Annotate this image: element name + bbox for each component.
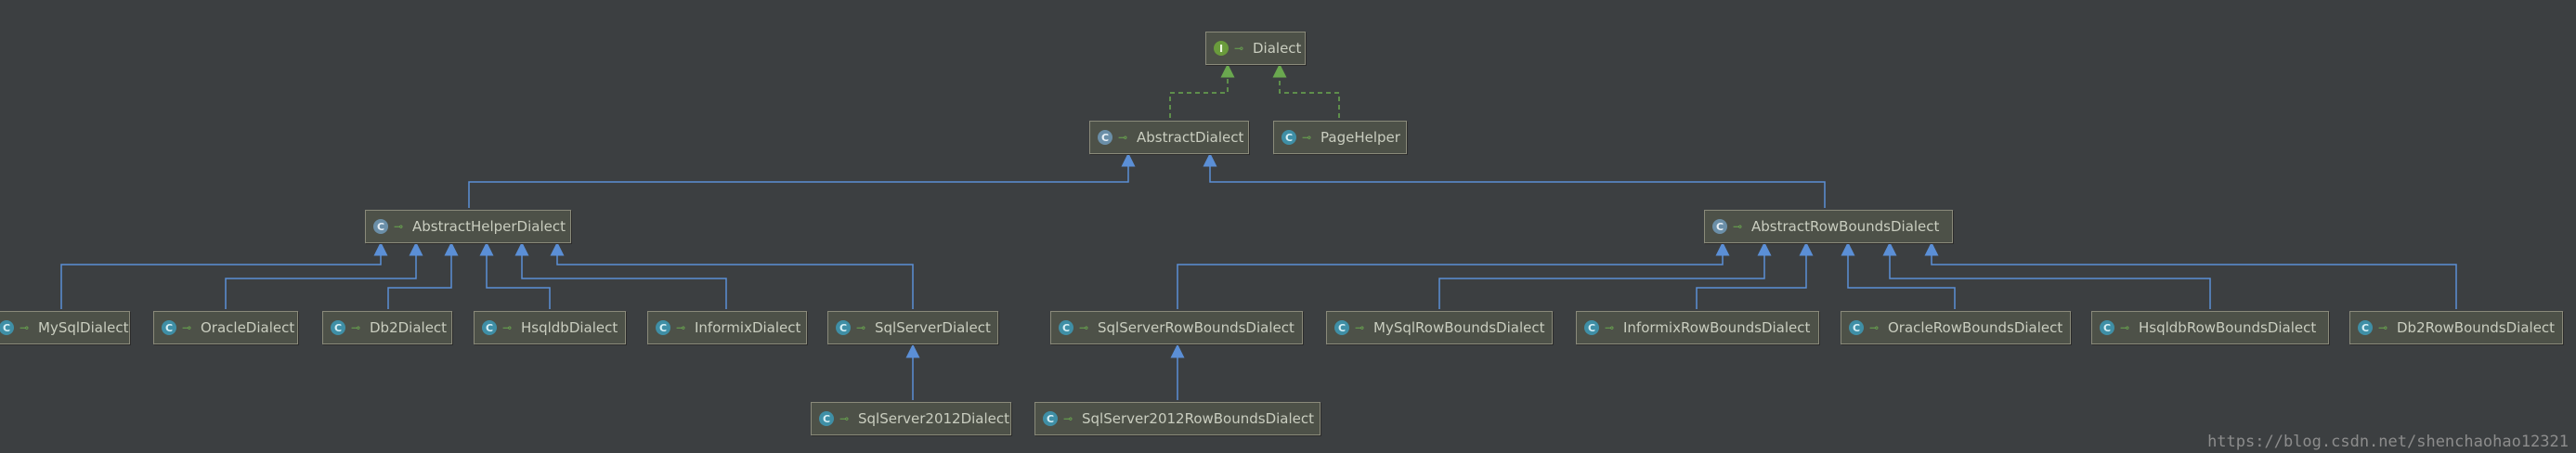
- public-visibility-icon: ⊸: [20, 321, 30, 334]
- public-visibility-icon: ⊸: [676, 321, 686, 334]
- class-icon: C: [2358, 320, 2373, 335]
- edge-db2rowboundsdialect: [1924, 241, 2457, 309]
- node-label: InformixDialect: [695, 319, 801, 336]
- watermark: https://blog.csdn.net/shenchaohao12321: [2207, 433, 2569, 451]
- node-label: SqlServer2012Dialect: [858, 410, 1010, 427]
- node-label: HsqldbDialect: [521, 319, 618, 336]
- public-visibility-icon: ⊸: [1079, 321, 1089, 334]
- public-visibility-icon: ⊸: [1118, 131, 1128, 144]
- class-icon: C: [1043, 411, 1058, 426]
- node-dialect[interactable]: I ⊸ Dialect: [1205, 32, 1306, 65]
- node-label: SqlServerRowBoundsDialect: [1098, 319, 1295, 336]
- node-mysql-dialect[interactable]: C ⊸ MySqlDialect: [0, 311, 130, 344]
- class-icon: C: [1281, 130, 1296, 145]
- node-label: OracleRowBoundsDialect: [1888, 319, 2063, 336]
- abstract-class-icon: C: [373, 219, 388, 234]
- edge-mysqlrowboundsdialect: [1438, 241, 1772, 309]
- class-icon: C: [836, 320, 851, 335]
- node-db2-row-bounds-dialect[interactable]: C ⊸ Db2RowBoundsDialect: [2349, 311, 2563, 344]
- node-label: HsqldbRowBoundsDialect: [2139, 319, 2317, 336]
- public-visibility-icon: ⊸: [394, 220, 404, 233]
- edges-helper-dialect-children: [60, 241, 920, 400]
- node-label: AbstractRowBoundsDialect: [1751, 218, 1940, 235]
- class-icon: C: [0, 320, 14, 335]
- node-label: Db2RowBoundsDialect: [2397, 319, 2556, 336]
- public-visibility-icon: ⊸: [1733, 220, 1743, 233]
- public-visibility-icon: ⊸: [502, 321, 513, 334]
- node-sqlserver-row-bounds-dialect[interactable]: C ⊸ SqlServerRowBoundsDialect: [1050, 311, 1303, 344]
- edge-oracledialect: [225, 241, 423, 309]
- edge-mysqldialect: [60, 241, 388, 309]
- node-label: SqlServer2012RowBoundsDialect: [1082, 410, 1315, 427]
- node-mysql-row-bounds-dialect[interactable]: C ⊸ MySqlRowBoundsDialect: [1326, 311, 1553, 344]
- node-page-helper[interactable]: C ⊸ PageHelper: [1273, 121, 1407, 154]
- node-label: MySqlDialect: [38, 319, 129, 336]
- node-sqlserver2012-row-bounds-dialect[interactable]: C ⊸ SqlServer2012RowBoundsDialect: [1034, 402, 1321, 435]
- class-icon: C: [656, 320, 670, 335]
- edge-pagehelper-implements-dialect: [1272, 63, 1340, 118]
- abstract-class-icon: C: [1712, 219, 1727, 234]
- edge-informixrowboundsdialect: [1696, 241, 1814, 309]
- interface-icon: I: [1214, 41, 1229, 56]
- edge-abstractrowboundsdialect-extends-abstractdialect: [1203, 152, 1826, 208]
- edge-db2dialect: [387, 241, 459, 309]
- edge-sqlserverrowboundsdialect: [1177, 241, 1730, 309]
- public-visibility-icon: ⊸: [1234, 42, 1244, 55]
- public-visibility-icon: ⊸: [1302, 131, 1312, 144]
- abstract-class-icon: C: [1098, 130, 1112, 145]
- public-visibility-icon: ⊸: [1355, 321, 1365, 334]
- class-icon: C: [331, 320, 345, 335]
- node-abstract-helper-dialect[interactable]: C ⊸ AbstractHelperDialect: [365, 210, 571, 243]
- public-visibility-icon: ⊸: [2120, 321, 2130, 334]
- edge-sqlserverdialect: [550, 241, 914, 309]
- class-icon: C: [482, 320, 497, 335]
- node-abstract-row-bounds-dialect[interactable]: C ⊸ AbstractRowBoundsDialect: [1704, 210, 1953, 243]
- node-label: AbstractDialect: [1137, 129, 1244, 146]
- public-visibility-icon: ⊸: [2378, 321, 2388, 334]
- edge-abstracthelperdialect-extends-abstractdialect: [468, 152, 1136, 208]
- edges-rowbounds-dialect-children: [1170, 241, 2457, 400]
- public-visibility-icon: ⊸: [1605, 321, 1615, 334]
- edge-informixdialect: [514, 241, 727, 309]
- node-label: Dialect: [1253, 40, 1302, 57]
- node-informix-row-bounds-dialect[interactable]: C ⊸ InformixRowBoundsDialect: [1576, 311, 1819, 344]
- public-visibility-icon: ⊸: [856, 321, 866, 334]
- node-informix-dialect[interactable]: C ⊸ InformixDialect: [647, 311, 807, 344]
- node-label: PageHelper: [1321, 129, 1400, 146]
- public-visibility-icon: ⊸: [839, 412, 850, 425]
- node-hsqldb-dialect[interactable]: C ⊸ HsqldbDialect: [474, 311, 626, 344]
- class-icon: C: [2100, 320, 2114, 335]
- node-abstract-dialect[interactable]: C ⊸ AbstractDialect: [1089, 121, 1249, 154]
- node-hsqldb-row-bounds-dialect[interactable]: C ⊸ HsqldbRowBoundsDialect: [2091, 311, 2329, 344]
- edge-hsqldbrowboundsdialect: [1882, 241, 2211, 309]
- public-visibility-icon: ⊸: [1063, 412, 1073, 425]
- node-oracle-row-bounds-dialect[interactable]: C ⊸ OracleRowBoundsDialect: [1841, 311, 2071, 344]
- node-sqlserver2012-dialect[interactable]: C ⊸ SqlServer2012Dialect: [811, 402, 1011, 435]
- class-icon: C: [1334, 320, 1349, 335]
- node-sqlserver-dialect[interactable]: C ⊸ SqlServerDialect: [827, 311, 998, 344]
- class-icon: C: [1849, 320, 1864, 335]
- class-icon: C: [162, 320, 176, 335]
- node-label: MySqlRowBoundsDialect: [1373, 319, 1545, 336]
- class-icon: C: [1059, 320, 1073, 335]
- node-label: InformixRowBoundsDialect: [1623, 319, 1811, 336]
- class-icon: C: [819, 411, 834, 426]
- public-visibility-icon: ⊸: [351, 321, 361, 334]
- node-label: AbstractHelperDialect: [412, 218, 566, 235]
- node-db2-dialect[interactable]: C ⊸ Db2Dialect: [322, 311, 452, 344]
- node-label: SqlServerDialect: [875, 319, 991, 336]
- node-label: Db2Dialect: [370, 319, 448, 336]
- public-visibility-icon: ⊸: [182, 321, 192, 334]
- class-icon: C: [1584, 320, 1599, 335]
- edge-hsqldbdialect: [479, 241, 551, 309]
- public-visibility-icon: ⊸: [1869, 321, 1880, 334]
- node-oracle-dialect[interactable]: C ⊸ OracleDialect: [153, 311, 298, 344]
- edge-abstractdialect-implements-dialect: [1169, 63, 1235, 118]
- edge-oraclerowboundsdialect: [1841, 241, 1956, 309]
- node-label: OracleDialect: [201, 319, 295, 336]
